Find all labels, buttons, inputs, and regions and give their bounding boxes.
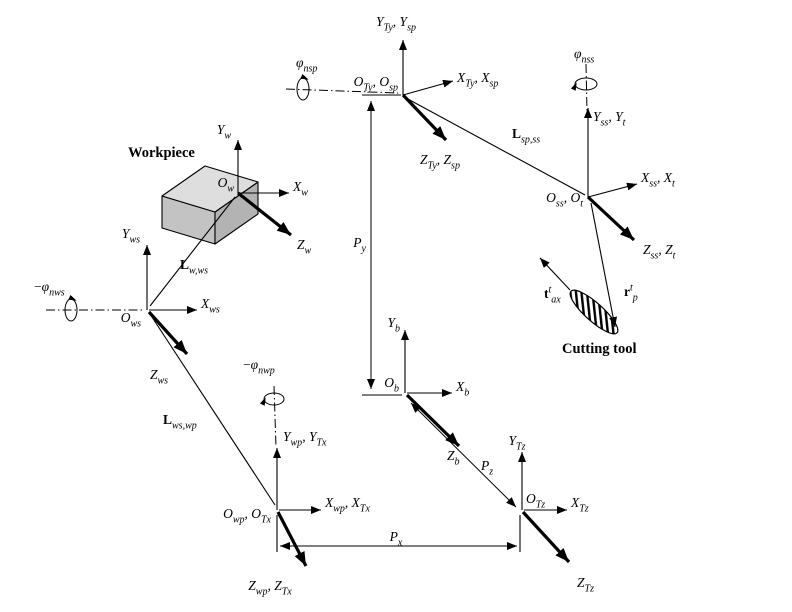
- axis-x-sp: [402, 79, 454, 96]
- workpiece-block: [161, 165, 259, 245]
- dim-pz: [410, 402, 517, 508]
- label-x-ty-sp: XTy, Xsp: [456, 70, 498, 90]
- label-x-w: Xw: [292, 179, 308, 199]
- label-cutting-tool: Cutting tool: [562, 341, 637, 357]
- label-p-y: Py: [352, 235, 366, 255]
- axis-z-wp: [276, 511, 308, 567]
- label-z-wp-tx: Zwp, ZTx: [248, 578, 292, 598]
- label-o-ws: Ows: [121, 310, 141, 330]
- label-l-sp-ss: Lsp,ss: [512, 126, 540, 146]
- rotation-loop-nsp: [296, 73, 310, 101]
- label-x-wp-tx: Xwp, XTx: [324, 495, 370, 515]
- label-z-ws: Zws: [150, 367, 168, 387]
- label-o-w: Ow: [218, 175, 235, 195]
- label-y-tz: YTz: [509, 433, 526, 453]
- axis-z-b: [405, 393, 461, 448]
- axis-z-sp: [401, 93, 448, 142]
- label-l-w-ws: Lw,ws: [180, 257, 208, 277]
- label-z-b: Zb: [447, 448, 460, 468]
- label-o-ty-sp: OTy, Osp: [354, 74, 398, 94]
- label-x-tz: XTz: [570, 495, 589, 515]
- link-ws-wp: [149, 313, 276, 506]
- label-y-b: Yb: [387, 315, 400, 335]
- label-o-ss-t: Oss, Ot: [546, 190, 583, 210]
- vector-t-ax: [539, 257, 571, 291]
- label-r-p: rtp: [624, 283, 638, 304]
- rotation-axis-nwp: [273, 385, 277, 448]
- label-x-ss-t: Xss, Xt: [640, 170, 675, 190]
- axis-x-ss: [587, 182, 638, 198]
- label-o-tz: OTz: [526, 491, 545, 511]
- label-o-b: Ob: [384, 375, 399, 395]
- rotation-axis-nsp: [285, 88, 399, 94]
- label-phi-nws: −φnws: [34, 279, 65, 299]
- label-l-ws-wp: Lws,wp: [163, 412, 197, 432]
- rotation-loop-nss: [570, 77, 598, 91]
- label-z-tz: ZTz: [577, 575, 594, 595]
- label-y-ty-sp: YTy, Ysp: [376, 14, 416, 34]
- label-phi-nwp: −φnwp: [243, 357, 275, 377]
- axis-z-w: [237, 191, 292, 237]
- axis-z-ss: [586, 195, 636, 242]
- label-o-wp-tx: Owp, OTx: [223, 506, 271, 526]
- label-z-w: Zw: [297, 237, 312, 257]
- label-p-x: Px: [389, 529, 403, 549]
- label-workpiece: Workpiece: [128, 145, 195, 161]
- label-x-ws: Xws: [200, 296, 220, 316]
- label-z-ty-sp: ZTy, Zsp: [420, 152, 460, 172]
- rotation-loop-nwp: [259, 392, 285, 406]
- vector-r-p: [590, 202, 618, 328]
- label-phi-nsp: φnsp: [296, 55, 317, 75]
- axis-z-tz: [521, 510, 571, 564]
- rotation-loop-nws: [64, 294, 78, 322]
- label-phi-nss: φnss: [574, 46, 594, 66]
- label-y-w: Yw: [217, 122, 232, 142]
- workpiece-face-top: [161, 165, 259, 213]
- label-p-z: Pz: [480, 458, 493, 478]
- label-t-ax: ttax: [544, 285, 561, 306]
- rotation-axis-nss: [585, 63, 588, 113]
- axis-z-ws: [147, 310, 189, 356]
- label-z-ss-t: Zss, Zt: [643, 242, 676, 262]
- link-w-ws: [149, 196, 236, 307]
- label-x-b: Xb: [455, 379, 469, 399]
- cutting-tool-insert: [569, 289, 619, 335]
- label-y-ss-t: Yss, Yt: [593, 109, 626, 129]
- link-sp-ss: [405, 97, 586, 196]
- label-y-ws: Yws: [122, 226, 140, 246]
- label-y-wp-tx: Ywp, YTx: [283, 429, 327, 449]
